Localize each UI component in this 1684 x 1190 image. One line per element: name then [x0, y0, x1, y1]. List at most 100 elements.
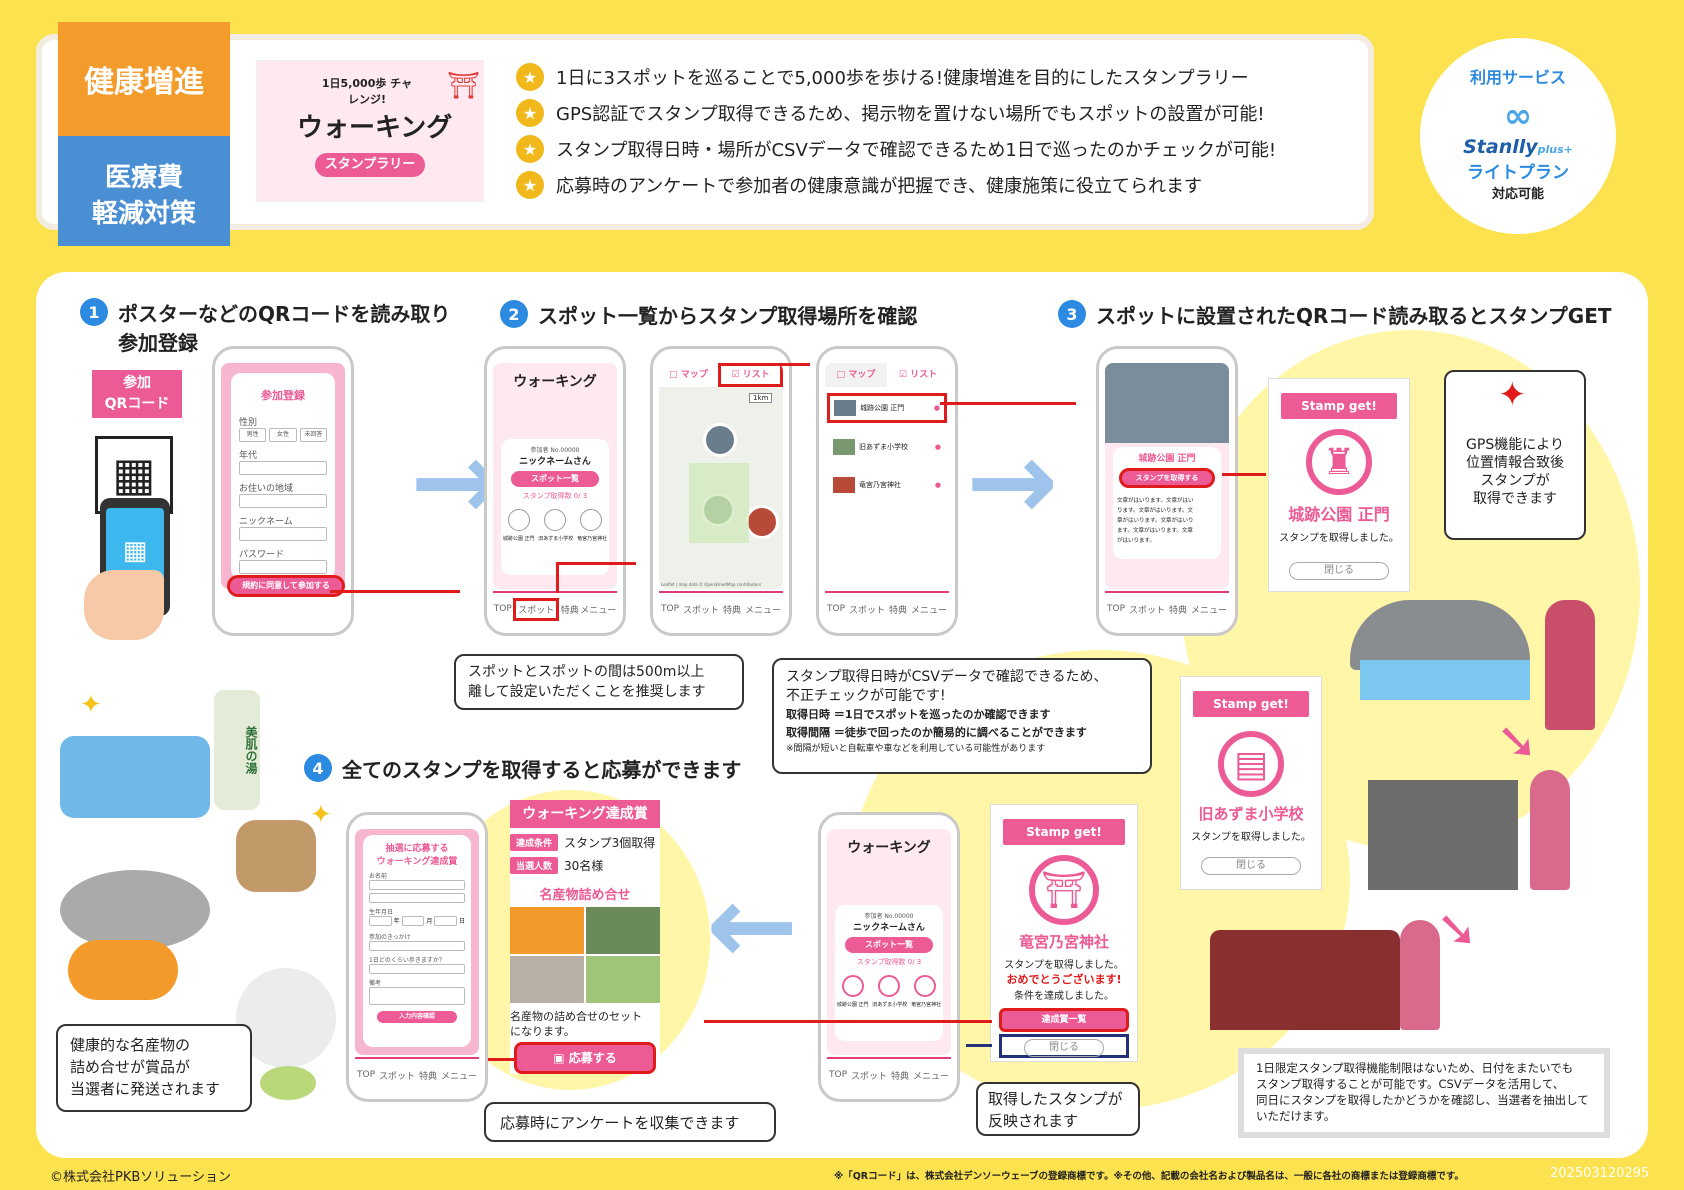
gift-title: 名産物詰め合せ: [539, 888, 631, 903]
tab-list[interactable]: ☑ リスト: [718, 363, 783, 387]
spot-text: ります。文章がはいります。文: [1117, 508, 1193, 514]
get-stamp-button[interactable]: スタンプを取得する: [1119, 468, 1215, 488]
agree-register-button[interactable]: 規約に同意して参加する: [227, 575, 345, 597]
nav-top[interactable]: TOP: [1106, 604, 1125, 614]
service-plan: ライトプラン: [1467, 163, 1569, 183]
nav-menu[interactable]: メニュー: [440, 1071, 477, 1082]
stamp-name: 旧あずま小学校: [538, 536, 574, 542]
close-button[interactable]: 閉じる: [1024, 1039, 1104, 1057]
map-pin-castle[interactable]: [703, 423, 737, 457]
nav-spot[interactable]: スポット: [850, 1071, 887, 1082]
limit-note: 1日限定スタンプ取得機能制限はないため、日付をまたいでもスタンプ取得することが可…: [1238, 1048, 1610, 1138]
nav-benefit[interactable]: 特典: [888, 605, 907, 616]
apply-button[interactable]: ▣ 応募する: [514, 1042, 656, 1074]
gps-bubble: ✦ GPS機能により位置情報合致後スタンプが取得できます: [1444, 370, 1586, 540]
bridge-illustration: [1350, 600, 1530, 670]
nav-spot[interactable]: スポット: [513, 597, 560, 621]
nav-benefit[interactable]: 特典: [890, 1071, 909, 1082]
tab-map-label: マップ: [848, 370, 876, 380]
gender-option-none[interactable]: 未回答: [299, 428, 327, 442]
nav-top[interactable]: TOP: [826, 604, 845, 614]
gender-label: 性別: [239, 418, 258, 428]
nav-spot[interactable]: スポット: [378, 1071, 415, 1082]
gender-option-male[interactable]: 男性: [239, 428, 267, 442]
nav-top[interactable]: TOP: [356, 1070, 375, 1080]
service-brand-suffix: plus+: [1537, 143, 1573, 156]
password-input[interactable]: [239, 560, 327, 574]
region-select[interactable]: [239, 494, 327, 508]
congrats-text: おめでとうございます!: [1006, 973, 1122, 986]
sparkle-icon: ✦: [80, 690, 102, 720]
arrow-close-to-home: [966, 1044, 992, 1047]
tab-list[interactable]: ☑ リスト: [898, 370, 938, 380]
close-button[interactable]: 閉じる: [1289, 562, 1389, 580]
birth-day-select[interactable]: [434, 916, 457, 926]
cond-value: スタンプ3個取得: [564, 836, 656, 850]
nav-top[interactable]: TOP: [493, 604, 512, 614]
list-item-shrine[interactable]: 竜宮乃宮神社●: [829, 471, 945, 499]
nav-menu[interactable]: メニュー: [910, 605, 947, 616]
reflect-bubble: 取得したスタンプが反映されます: [976, 1082, 1140, 1136]
birthdate-label: 生年月日: [369, 909, 394, 916]
stamp-count: 0: [907, 958, 913, 966]
prize-title: ウォーキング達成賞: [510, 800, 660, 828]
close-button[interactable]: 閉じる: [1201, 857, 1301, 875]
nav-spot[interactable]: スポット: [682, 605, 719, 616]
prize-sent-bubble: 健康的な名産物の詰め合せが賞品が当選者に発送されます: [56, 1024, 252, 1112]
list-item-label: 竜宮乃宮神社: [859, 481, 901, 489]
hero-subtitle: スタンプラリー: [315, 153, 425, 177]
prize-sent-text: 当選者に発送されます: [70, 1080, 221, 1098]
nav-benefit[interactable]: 特典: [1168, 605, 1187, 616]
gender-option-female[interactable]: 女性: [269, 428, 297, 442]
stamp-total: / 3: [912, 958, 922, 966]
arrow-list-to-spot: [940, 402, 1076, 405]
home-hero: ウォーキング: [847, 840, 931, 856]
last-name-input[interactable]: [369, 880, 465, 890]
tab-map[interactable]: □ マップ: [825, 363, 887, 387]
list-item-school[interactable]: 旧あずま小学校●: [829, 433, 945, 461]
stamp-total: / 3: [578, 492, 588, 500]
copyright: ©株式会社PKBソリューション: [50, 1170, 232, 1185]
walker-illustration: [1530, 770, 1570, 890]
phone-register: 参加登録 性別 男性 女性 未回答 年代 お住いの地域 ニックネーム パスワード…: [212, 346, 354, 636]
nav-benefit[interactable]: 特典: [560, 605, 579, 616]
birth-year-select[interactable]: [369, 916, 392, 926]
category-medical-line1: 医療費: [104, 163, 183, 193]
notes-input[interactable]: [369, 987, 465, 1005]
spot-list-button[interactable]: スポット一覧: [511, 471, 599, 487]
achievement-list-button[interactable]: 達成賞一覧: [999, 1008, 1129, 1032]
nav-benefit[interactable]: 特典: [722, 605, 741, 616]
nav-spot[interactable]: スポット: [848, 605, 885, 616]
arrow-spot-to-map: [556, 562, 636, 565]
nickname-input[interactable]: [239, 527, 327, 541]
birth-month-select[interactable]: [401, 916, 425, 926]
list-item-castle[interactable]: 城跡公園 正門●: [827, 393, 947, 423]
reflect-text: 取得したスタンプが: [988, 1090, 1123, 1108]
first-name-input[interactable]: [369, 893, 465, 903]
nav-menu[interactable]: メニュー: [580, 605, 617, 616]
nav-benefit[interactable]: 特典: [418, 1071, 437, 1082]
service-brand: Stanlly: [1463, 136, 1538, 158]
spot-list-button[interactable]: スポット一覧: [845, 937, 933, 953]
step-2-text: スポット一覧からスタンプ取得場所を確認: [538, 304, 918, 328]
csv-bubble: スタンプ取得日時がCSVデータで確認できるため、 不正チェックが可能です! 取得…: [772, 658, 1152, 774]
age-label: 年代: [239, 451, 258, 461]
gps-text: 取得できます: [1473, 491, 1557, 507]
gift-icon: ▣: [553, 1051, 565, 1065]
stamp-count-label: スタンプ取得数: [856, 958, 906, 966]
stamp-message: スタンプを取得しました。: [1191, 832, 1311, 843]
nav-top[interactable]: TOP: [828, 1070, 847, 1080]
nav-spot[interactable]: スポット: [1128, 605, 1165, 616]
apply-subtitle: ウォーキング達成賞: [376, 857, 458, 867]
trigger-select[interactable]: [369, 941, 465, 951]
gift-photos: [510, 907, 660, 1003]
walking-select[interactable]: [369, 964, 465, 974]
map-pin-shrine[interactable]: [745, 505, 779, 539]
nav-menu[interactable]: メニュー: [912, 1071, 949, 1082]
confirm-input-button[interactable]: 入力内容確認: [377, 1011, 457, 1023]
age-select[interactable]: [239, 461, 327, 475]
tab-map[interactable]: □ マップ: [669, 370, 708, 380]
nav-top[interactable]: TOP: [660, 604, 679, 614]
nav-menu[interactable]: メニュー: [744, 605, 781, 616]
nav-menu[interactable]: メニュー: [1190, 605, 1227, 616]
